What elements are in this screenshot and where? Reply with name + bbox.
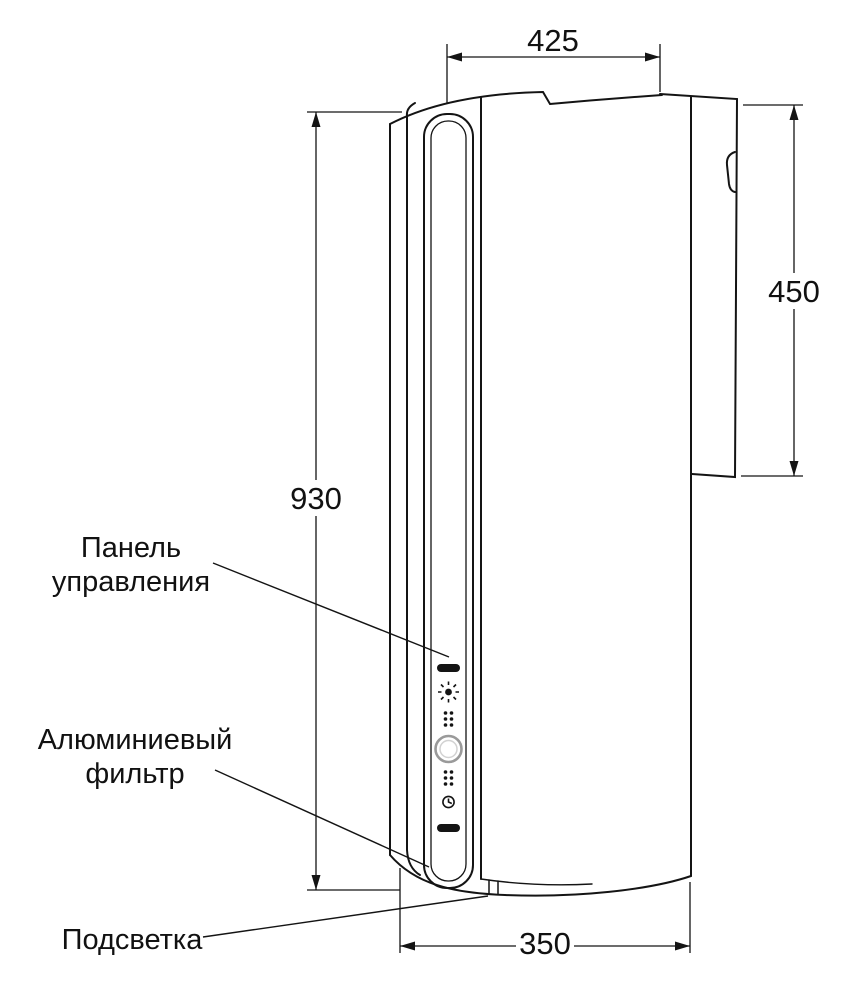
leader-backlight (202, 895, 489, 938)
dim-text-backer (288, 480, 345, 516)
dim-arrow-left (400, 941, 415, 951)
indicator-bar-top-icon (437, 664, 460, 672)
indicator-bar-bottom-icon (437, 824, 460, 832)
dim-arrow-left (447, 52, 462, 62)
leader-aluminum-filter (214, 769, 430, 868)
bottom-rim-outer (389, 854, 692, 897)
backlight-strip (488, 879, 499, 895)
leader-control-panel (212, 562, 450, 658)
dim-value-bottom-width: 350 (519, 926, 571, 961)
dim-arrow-right (645, 52, 660, 62)
dim-value-rear-height: 450 (768, 274, 820, 309)
hood-body (389, 90, 739, 880)
label-aluminum-filter-line2: фильтр (85, 758, 184, 790)
top-rim (389, 90, 663, 125)
dim-text-backer (516, 925, 574, 961)
fan-speed-dots-upper-icon (443, 711, 454, 727)
rear-panel-tab (725, 151, 736, 193)
dim-value-total-height: 930 (290, 481, 342, 516)
dim-arrow-right (675, 941, 690, 951)
dim-arrow-down (311, 875, 321, 890)
dim-top-width (446, 44, 661, 104)
callout-leaders (202, 562, 489, 938)
label-backlight: Подсветка (62, 924, 204, 956)
bottom-rim (389, 854, 692, 897)
bottom-rim-inner (480, 878, 593, 886)
dim-arrow-down (789, 461, 799, 476)
label-aluminum-filter-line1: Алюминиевый (38, 724, 233, 756)
label-control-panel-line1: Панель (81, 532, 181, 564)
recess-left-edge (406, 115, 421, 876)
top-recess-curve (405, 102, 416, 117)
dim-text-backers (288, 273, 823, 961)
power-button (434, 734, 463, 764)
light-icon (438, 681, 459, 703)
panel-icons (434, 664, 463, 832)
dim-arrow-up (789, 105, 799, 120)
fan-speed-dots-lower-icon (443, 770, 454, 786)
control-panel (423, 113, 474, 889)
rear-mount-panel (659, 93, 739, 479)
timer-icon (442, 795, 455, 809)
dim-value-top-width: 425 (527, 23, 579, 58)
dim-arrow-up (311, 112, 321, 127)
label-control-panel-line2: управления (52, 566, 210, 598)
control-panel-inner-outline (430, 120, 467, 882)
dim-text-backer (766, 273, 823, 309)
